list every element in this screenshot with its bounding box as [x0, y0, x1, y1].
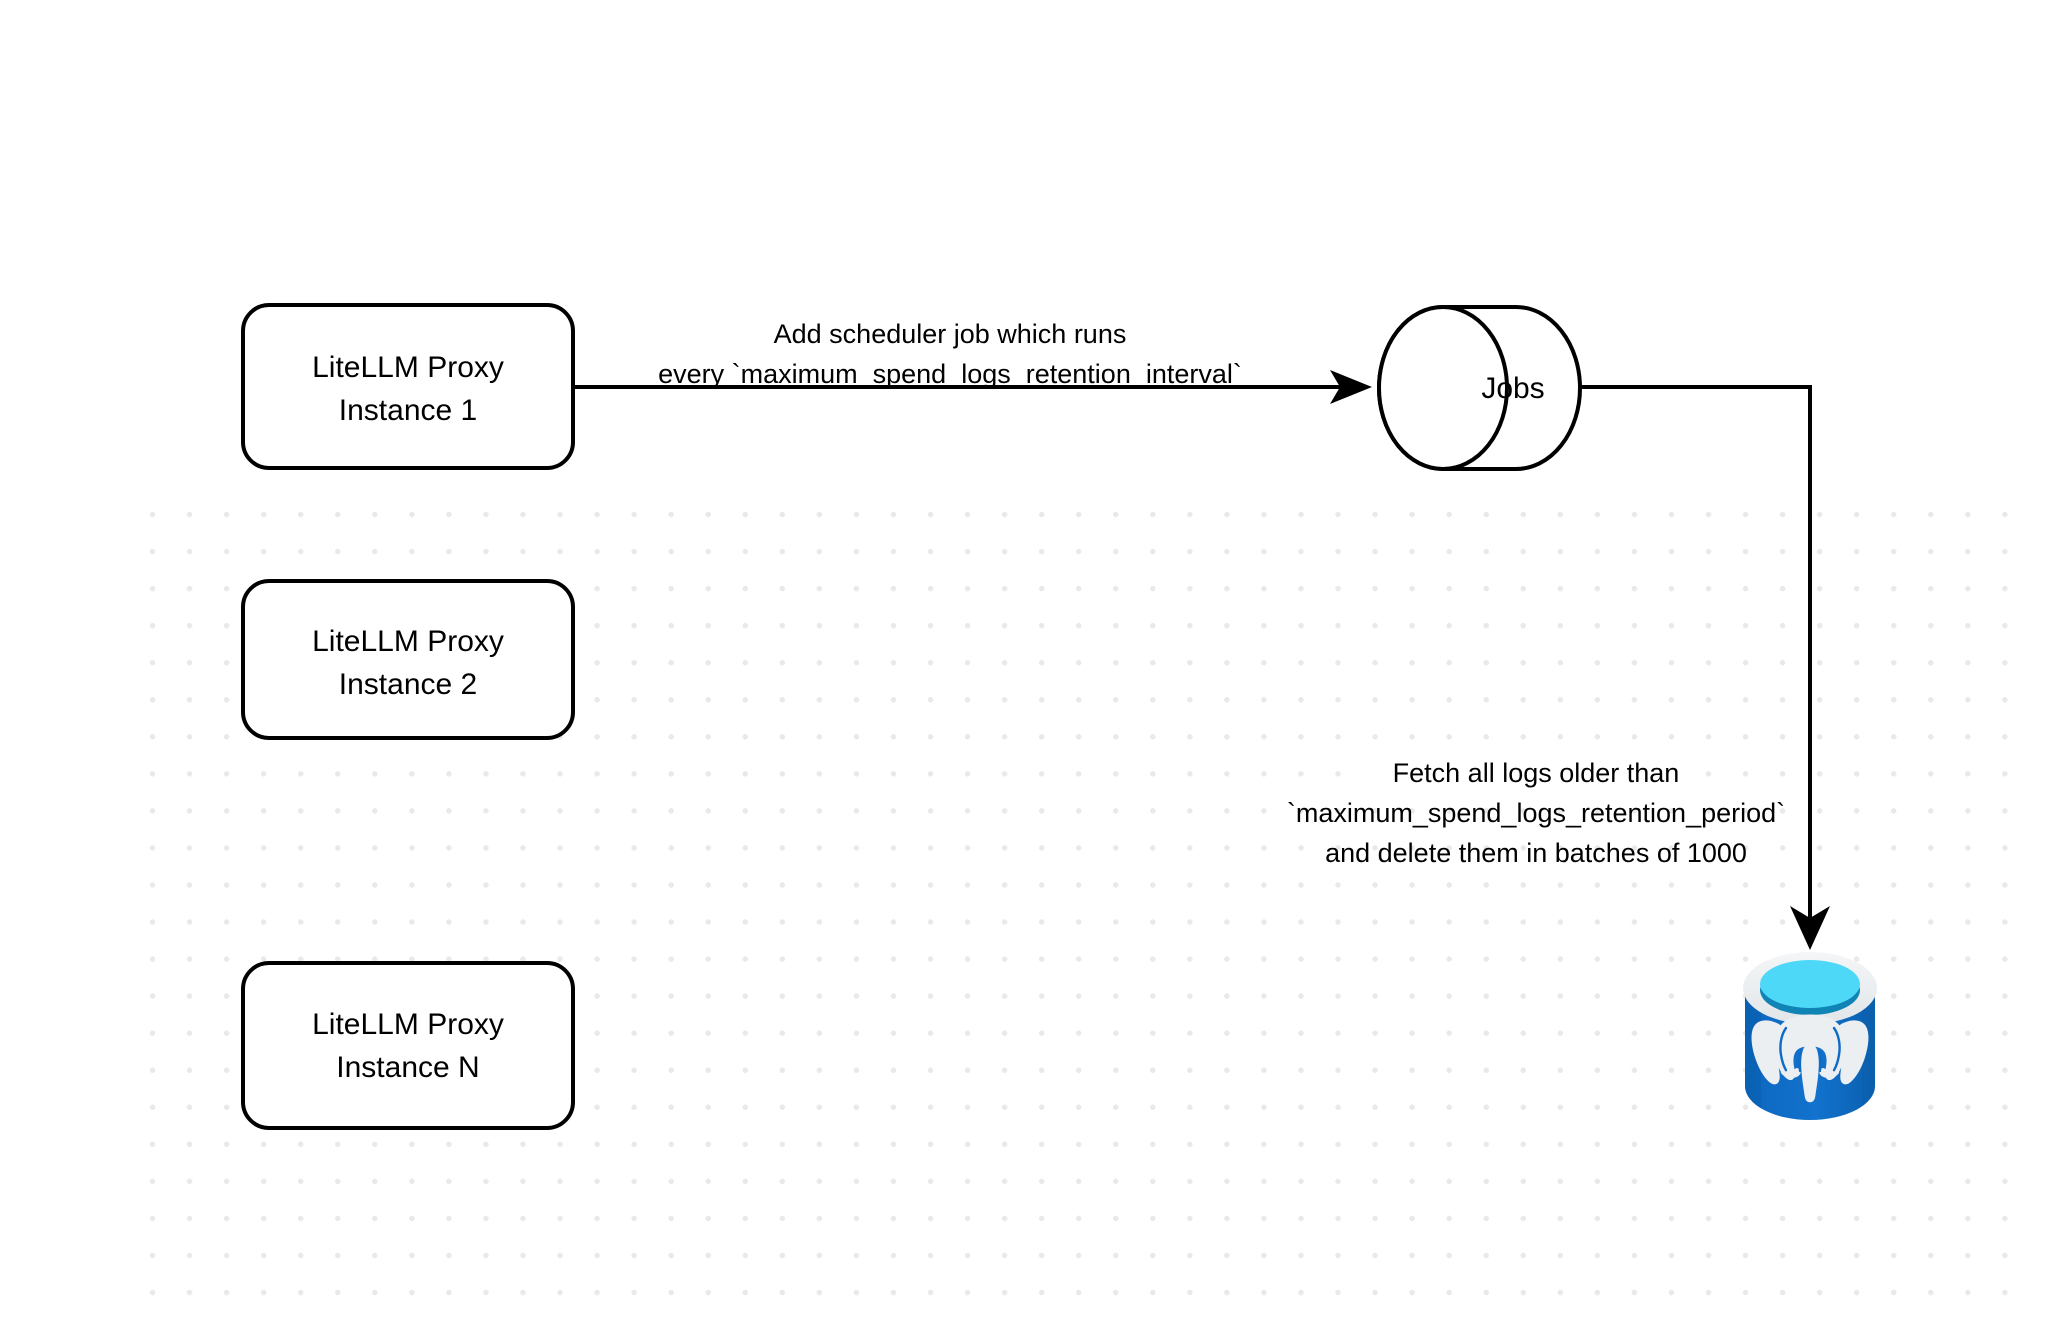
node-proxy-instance-2-line2: Instance 2: [339, 668, 477, 701]
edge-label-fetch-delete-logs-line3: and delete them in batches of 1000: [1325, 838, 1747, 868]
node-jobs-queue[interactable]: Jobs: [1377, 305, 1582, 471]
edge-label-scheduler-job: Add scheduler job which runs every `maxi…: [658, 312, 1242, 389]
edge-label-scheduler-job-line1: Add scheduler job which runs: [774, 319, 1127, 349]
node-proxy-instance-2-shape[interactable]: [241, 579, 575, 740]
node-proxy-instance-1-shape[interactable]: [241, 303, 575, 470]
node-proxy-instance-1-line1: LiteLLM Proxy: [312, 351, 504, 384]
node-proxy-instance-n-line2: Instance N: [336, 1051, 479, 1084]
node-proxy-instance-2-line1: LiteLLM Proxy: [312, 625, 504, 658]
postgres-icon-body-shading: [1745, 988, 1875, 1120]
node-postgres-database[interactable]: [1743, 952, 1877, 1128]
edge-proxy1-to-jobs: [574, 370, 1372, 404]
node-proxy-instance-n[interactable]: LiteLLM Proxy Instance N: [241, 961, 575, 1130]
edge-label-fetch-delete-logs-bg: [1372, 753, 1700, 790]
arrowhead-icon-postgres: [1790, 906, 1830, 950]
edge-label-fetch-delete-logs-line1: Fetch all logs older than: [1393, 758, 1680, 788]
postgres-icon-liquid: [1760, 960, 1860, 1008]
node-jobs-queue-cap: [1377, 305, 1509, 471]
edge-label-fetch-delete-logs: Fetch all logs older than `maximum_spend…: [1287, 753, 1785, 868]
node-proxy-instance-n-line1: LiteLLM Proxy: [312, 1008, 504, 1041]
edge-label-scheduler-job-line2: every `maximum_spend_logs_retention_inte…: [658, 359, 1242, 389]
edge-line-jobs-postgres: [1580, 385, 1812, 922]
edge-label-scheduler-job-bg: [720, 312, 1180, 350]
node-proxy-instance-n-shape[interactable]: [241, 961, 575, 1130]
node-proxy-instance-2[interactable]: LiteLLM Proxy Instance 2: [241, 579, 575, 740]
arrowhead-icon-jobs: [1330, 370, 1372, 404]
node-proxy-instance-1-line2: Instance 1: [339, 394, 477, 427]
postgres-elephant-outlines: [1779, 1026, 1841, 1073]
node-proxy-instance-1[interactable]: LiteLLM Proxy Instance 1: [241, 303, 575, 470]
edge-jobs-to-postgres: [1580, 385, 1830, 950]
edge-label-fetch-delete-logs-line2: `maximum_spend_logs_retention_period`: [1287, 798, 1785, 828]
postgres-elephant-icon: [1751, 1014, 1869, 1103]
node-jobs-queue-label: Jobs: [1481, 372, 1544, 405]
